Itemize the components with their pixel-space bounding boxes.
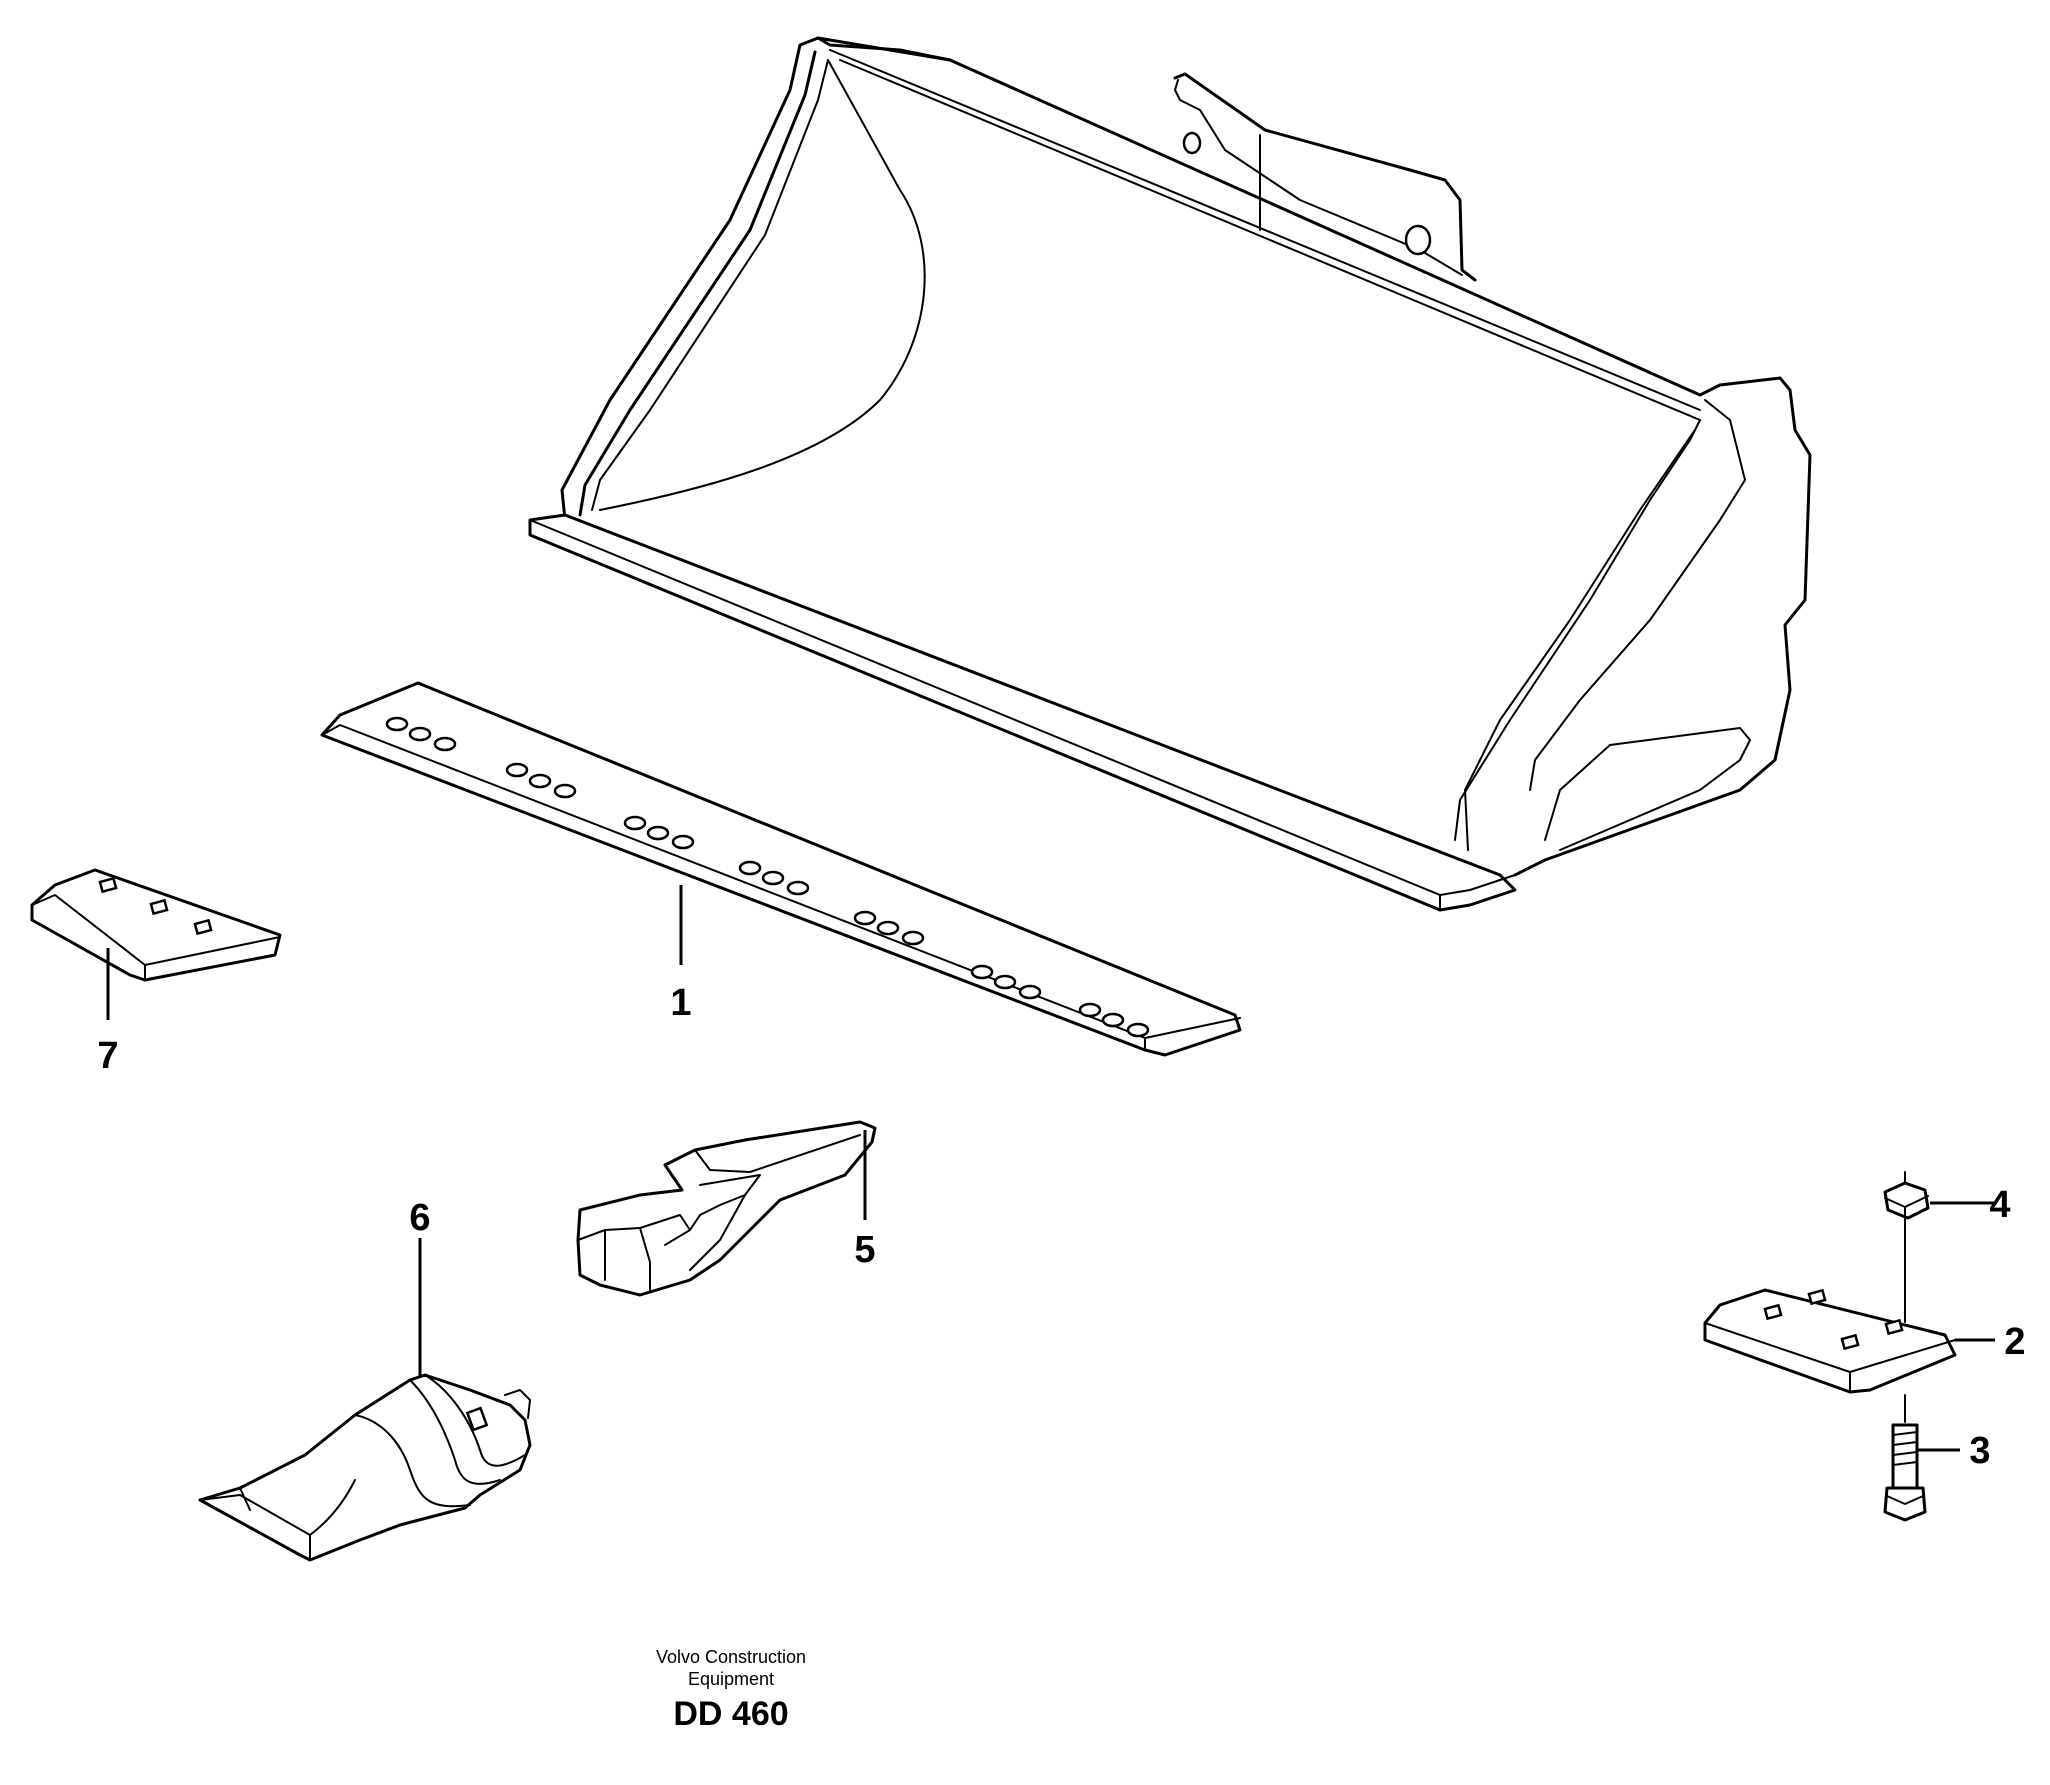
part-4-nut [1883, 1171, 1930, 1323]
manufacturer-line-1: Volvo Construction [656, 1647, 806, 1667]
callout-labels: 1 2 3 4 5 6 7 [97, 982, 2025, 1472]
drawing-footer: Volvo Construction Equipment DD 460 [656, 1647, 806, 1733]
callout-5: 5 [854, 1229, 875, 1271]
part-2-wear-plate [1703, 1288, 1957, 1394]
bolt-holes [385, 716, 1150, 1038]
callout-1: 1 [670, 982, 691, 1024]
manufacturer-line-2: Equipment [688, 1669, 774, 1689]
callout-6: 6 [409, 1197, 430, 1239]
part-6-tooth [198, 1373, 532, 1562]
part-1-cutting-edge [320, 681, 1242, 1057]
callout-3: 3 [1969, 1430, 1990, 1472]
loader-bucket [528, 36, 1812, 912]
part-5-tooth-adapter [576, 1120, 877, 1297]
leader-lines [106, 885, 1995, 1452]
callout-7: 7 [97, 1035, 118, 1077]
callout-4: 4 [1989, 1184, 2010, 1226]
part-7-edge-segment [30, 868, 282, 982]
part-3-bolt [1883, 1394, 1927, 1522]
callout-2: 2 [2004, 1321, 2025, 1363]
document-number: DD 460 [673, 1695, 788, 1733]
